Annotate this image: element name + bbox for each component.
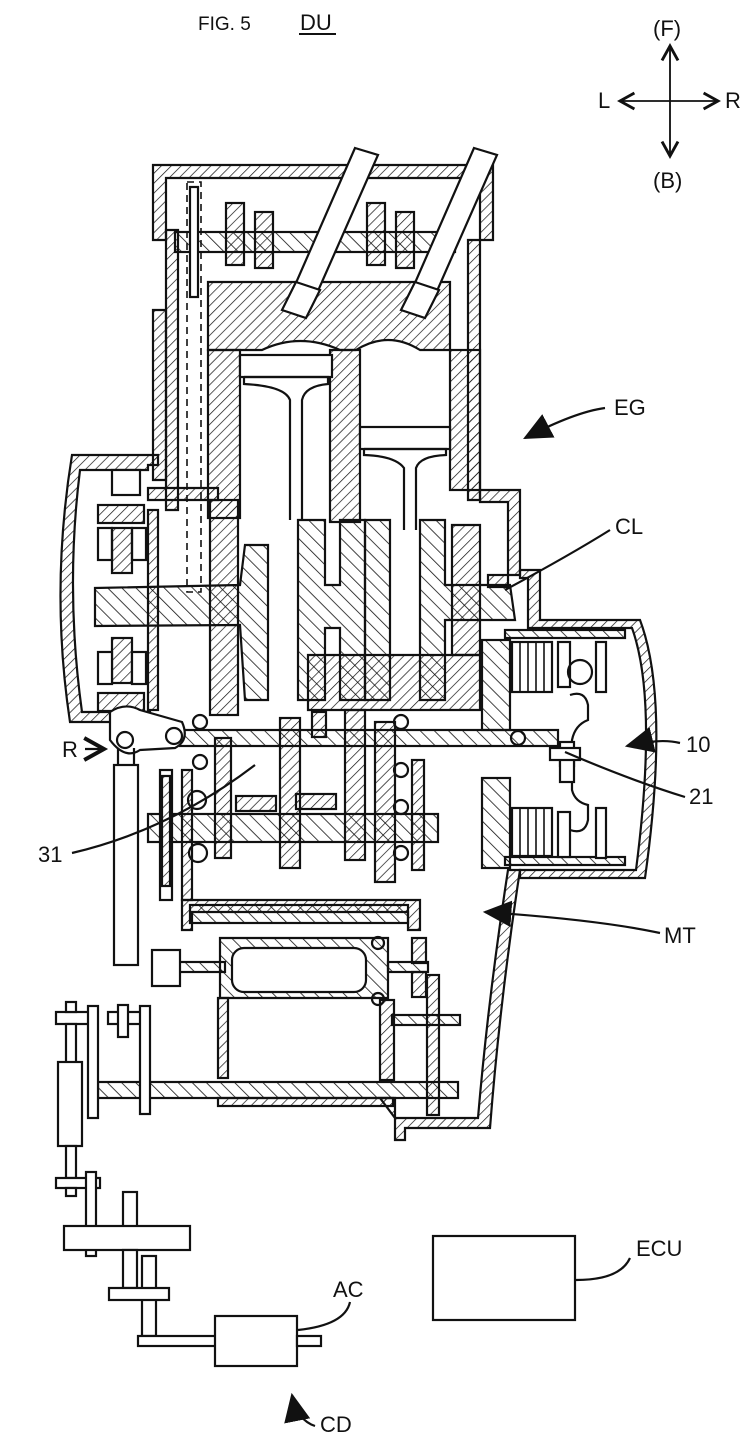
release-lever <box>108 705 186 967</box>
engine-block <box>146 146 522 717</box>
ac-leader <box>297 1301 352 1332</box>
eg-leader <box>523 406 606 440</box>
crankshaft <box>93 518 517 702</box>
part21-leader <box>564 750 686 799</box>
clutch-plates <box>510 640 554 858</box>
shaft31-leader <box>71 764 256 855</box>
direction-left: L <box>598 88 610 113</box>
label-cd: CD <box>320 1412 352 1437</box>
ecu-box <box>431 1234 577 1322</box>
mt-leader <box>482 900 661 935</box>
direction-right: R <box>725 88 741 113</box>
clutch-leader <box>624 726 681 753</box>
figure-number: FIG. 5 <box>198 14 251 35</box>
generator <box>59 453 160 724</box>
label-31: 31 <box>38 842 62 867</box>
label-cl: CL <box>615 514 643 539</box>
ecu-leader <box>575 1257 632 1282</box>
label-r: R <box>62 737 78 762</box>
label-ecu: ECU <box>636 1236 682 1261</box>
assembly-label: DU <box>300 10 332 35</box>
label-mt: MT <box>664 923 696 948</box>
clutch-assembly <box>480 568 658 880</box>
cd-leader <box>284 1392 316 1428</box>
direction-back: (B) <box>653 168 682 193</box>
direction-front: (F) <box>653 16 681 41</box>
label-10: 10 <box>686 732 710 757</box>
clutch-drive-linkage <box>54 1000 323 1368</box>
cl-leader <box>504 529 611 591</box>
label-21: 21 <box>689 784 713 809</box>
label-ac: AC <box>333 1277 364 1302</box>
intake-valve <box>280 146 380 320</box>
direction-indicator: (F) (B) L R <box>598 16 741 193</box>
label-eg: EG <box>614 395 646 420</box>
exhaust-valve <box>399 146 499 320</box>
